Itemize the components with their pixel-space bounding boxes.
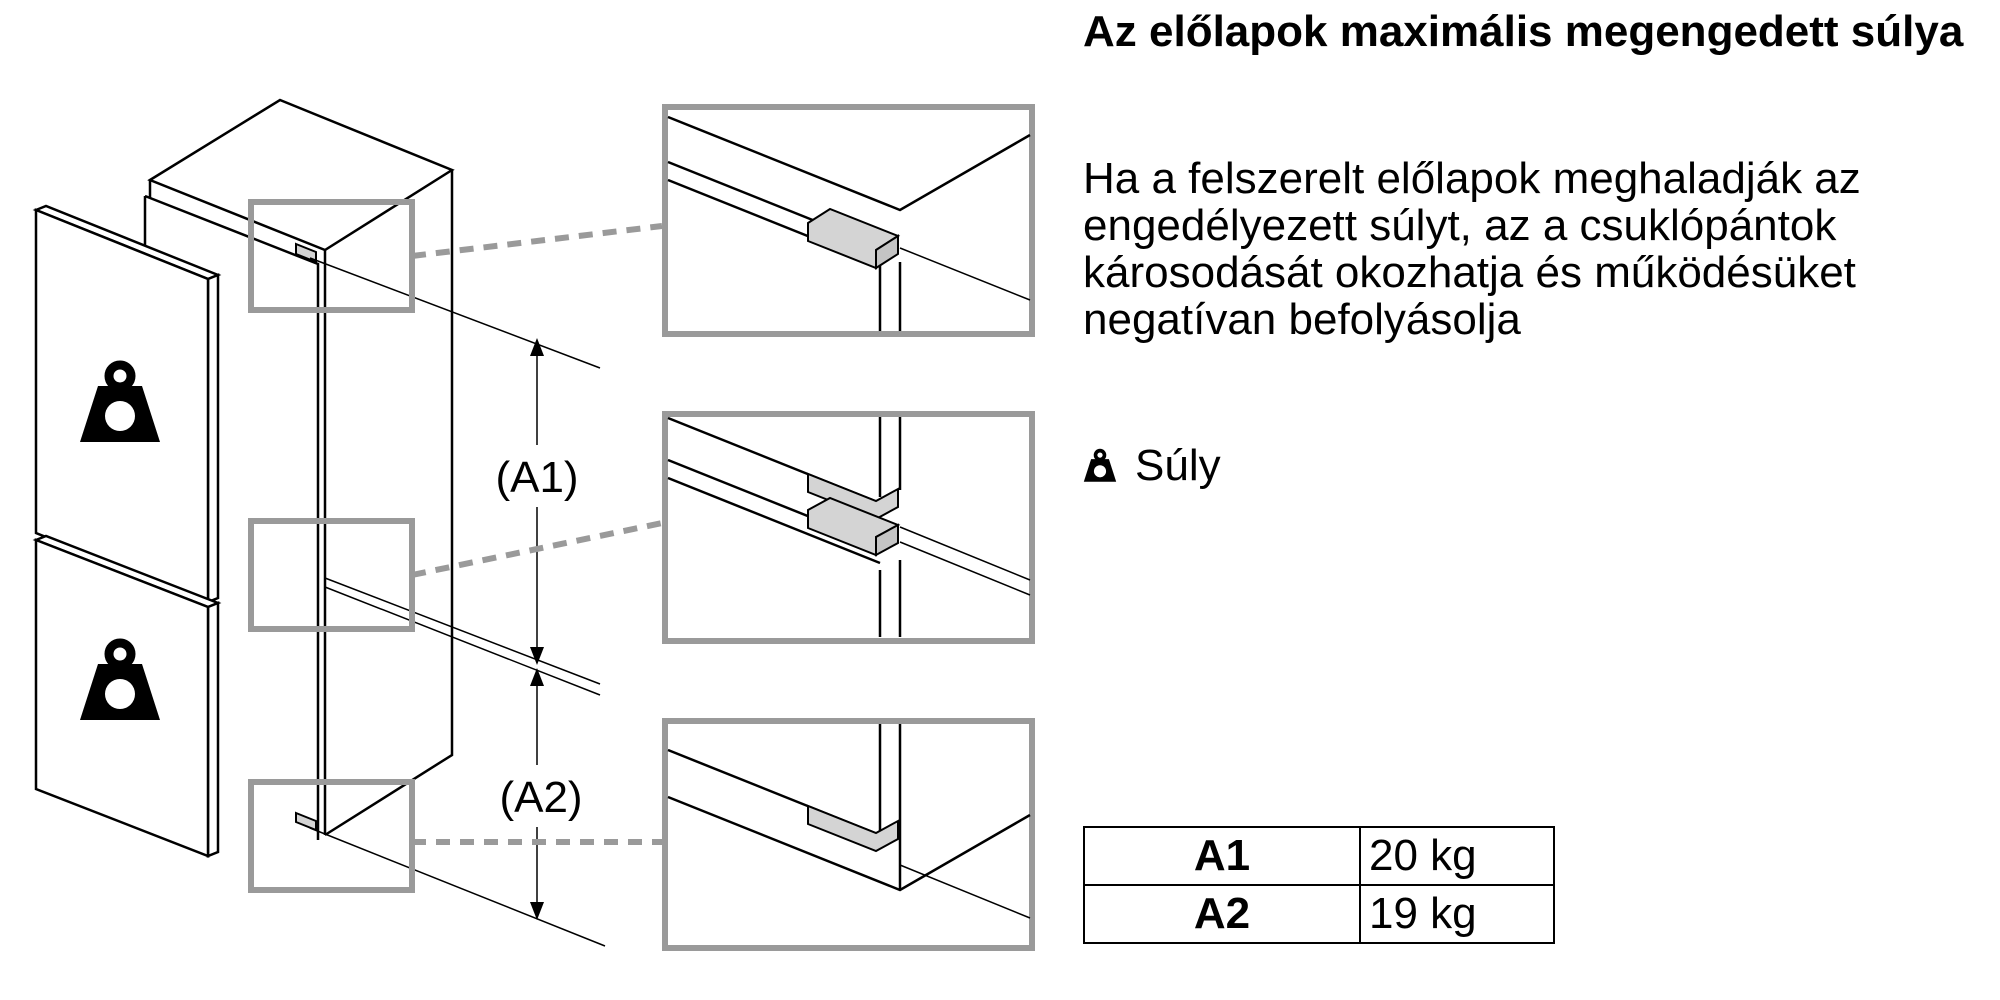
table-cell-value: 19 kg — [1359, 884, 1555, 944]
highlight-boxes — [248, 199, 415, 893]
legend: Súly — [1083, 436, 1221, 496]
weights-table: A1 20 kg A2 19 kg — [1083, 826, 1555, 944]
weight-icon — [1083, 448, 1117, 484]
leader-lines — [411, 223, 663, 845]
table-row: A1 20 kg — [1083, 826, 1555, 886]
zoom-panel-middle — [662, 411, 1035, 644]
hinge-block — [807, 472, 899, 521]
description-text: Ha a felszerelt előlapok meghaladják az … — [1083, 154, 1861, 344]
zoom-panel-top — [662, 104, 1035, 337]
hinge-block — [807, 804, 899, 853]
page-title: Az előlapok maximális megengedett súlya — [1083, 7, 1964, 56]
dimension-label-a1: (A1) — [495, 453, 578, 502]
fridge-door-diagram: (A1) (A2) — [32, 98, 1035, 951]
table-row: A2 19 kg — [1083, 884, 1555, 944]
table-cell-key: A1 — [1083, 826, 1361, 886]
table-cell-value: 20 kg — [1359, 826, 1555, 886]
hinge-markers — [295, 242, 317, 832]
dimension-arrows — [530, 338, 544, 920]
table-cell-key: A2 — [1083, 884, 1361, 944]
zoom-panel-bottom — [662, 718, 1035, 951]
legend-label: Súly — [1135, 441, 1221, 490]
dimension-label-a2: (A2) — [499, 773, 582, 822]
